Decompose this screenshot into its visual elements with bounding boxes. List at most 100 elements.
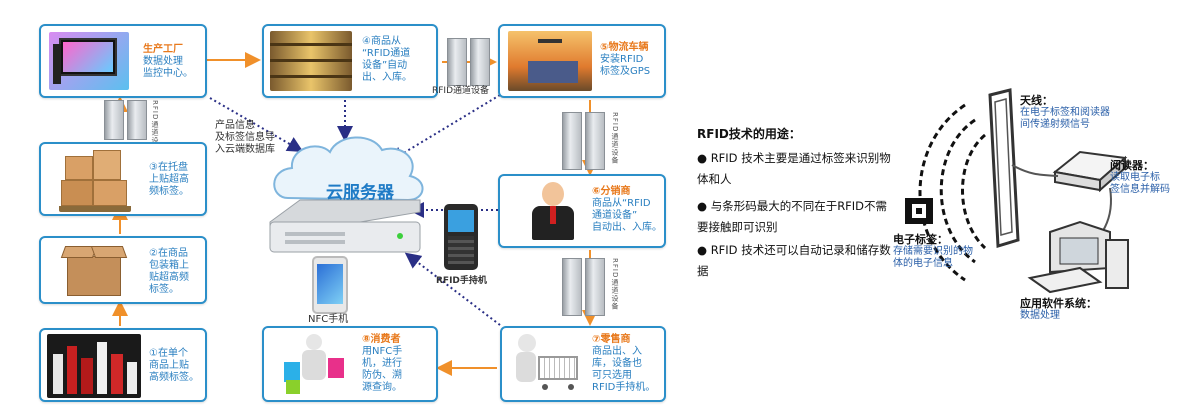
antenna-desc: 在电子标签和阅读器	[1020, 107, 1110, 118]
distributor-text: ⑥分销商 商品从“RFID 通道设备” 自动出、入库。	[592, 186, 664, 234]
vehicle-card: ⑤物流车辆 安装RFID 标签及GPS	[498, 24, 666, 98]
nfc-phone-label: NFC手机	[308, 314, 349, 325]
carton-icon	[59, 242, 129, 300]
vehicle-line: 标签及GPS	[600, 66, 651, 77]
warehouse-line: “RFID通道	[362, 48, 411, 59]
warehouse-text: ④商品从 “RFID通道 设备”自动 出、入库。	[362, 36, 436, 84]
rfid-channel-device	[127, 100, 147, 140]
uses-item: ● 与条形码最大的不同在于RFID不需要接触即可识别	[697, 199, 888, 234]
uses-item: ● RFID 技术主要是通过标签来识别物体和人	[697, 151, 891, 186]
single-item-line: 商品上贴	[149, 360, 189, 371]
handheld-icon	[444, 204, 478, 270]
retailer-line: RFID手持机。	[592, 382, 656, 393]
carton-line: 包装箱上	[149, 260, 189, 271]
businessman-icon	[518, 180, 586, 244]
rfid-channel-device	[470, 38, 490, 86]
vehicle-line: 安装RFID	[600, 54, 644, 65]
rfid-channel-device	[104, 100, 124, 140]
tag-icon	[905, 198, 933, 224]
carton-card: ②在商品 包装箱上 贴超高频 标签。	[39, 236, 207, 304]
pallet-card: ③在托盘 上贴超高 频标签。	[39, 142, 207, 216]
carton-text: ②在商品 包装箱上 贴超高频 标签。	[149, 248, 205, 296]
shelves-icon	[270, 31, 352, 91]
pallet-line: 上贴超高	[149, 174, 189, 185]
dotted-factory-cloud	[209, 97, 304, 153]
pallet-text: ③在托盘 上贴超高 频标签。	[149, 162, 205, 198]
distributor-card: ⑥分销商 商品从“RFID 通道设备” 自动出、入库。	[498, 174, 666, 248]
software-title: 应用软件系统：	[1020, 297, 1097, 310]
software-label: 应用软件系统： 数据处理	[1020, 298, 1097, 322]
product-info-line: 产品信息	[215, 120, 255, 131]
computer-terminal-icon	[1027, 220, 1129, 294]
carton-line: 贴超高频	[149, 272, 189, 283]
rfid-channel-device	[562, 112, 582, 170]
tag-desc: 存储需要识别的物	[893, 246, 973, 257]
reader-title: 阅读器：	[1110, 159, 1154, 172]
dotted-vehicle-cloud	[388, 94, 501, 163]
warehouse-line: 设备”自动	[362, 60, 408, 71]
pallet-line: 频标签。	[149, 186, 189, 197]
antenna-icon	[988, 88, 1020, 248]
consumer-text: ⑧消费者 用NFC手 机，进行 防伪、溯 源查询。	[362, 334, 436, 394]
rfid-channel-device	[562, 258, 582, 316]
factory-line: 监控中心。	[143, 68, 193, 79]
reader-desc: 读取电子标	[1110, 172, 1160, 183]
consumer-card: ⑧消费者 用NFC手 机，进行 防伪、溯 源查询。	[262, 326, 438, 402]
retailer-title: ⑦零售商	[592, 334, 631, 345]
single-item-line: 高频标签。	[149, 372, 199, 383]
factory-text: 生产工厂 数据处理 监控中心。	[143, 44, 205, 80]
retailer-line: 可只选用	[592, 370, 632, 381]
boxes-icon	[59, 148, 131, 212]
distributor-line: 自动出、入库。	[592, 222, 662, 233]
single-item-text: ①在单个 商品上贴 高频标签。	[149, 348, 205, 384]
warehouse-line: 出、入库。	[362, 72, 412, 83]
cloud-shape	[273, 136, 424, 202]
consumer-line: 防伪、溯	[362, 370, 402, 381]
factory-card: 生产工厂 数据处理 监控中心。	[39, 24, 207, 98]
distributor-line: 商品从“RFID	[592, 198, 651, 209]
warehouse-line: ④商品从	[362, 36, 401, 47]
cloud-server-label: 云服务器	[326, 183, 394, 203]
airplane-truck-icon	[508, 31, 592, 91]
consumer-title: ⑧消费者	[362, 334, 401, 345]
distributor-title: ⑥分销商	[592, 186, 631, 197]
single-item-line: ①在单个	[149, 348, 188, 359]
phone-icon	[312, 256, 348, 314]
distributor-line: 通道设备”	[592, 210, 638, 221]
warehouse-card: ④商品从 “RFID通道 设备”自动 出、入库。	[262, 24, 438, 98]
carton-line: 标签。	[149, 284, 179, 295]
cart-icon	[512, 334, 584, 396]
product-info-line: 入云端数据库	[215, 144, 275, 155]
rfid-channel-device	[585, 112, 605, 170]
retailer-card: ⑦零售商 商品出、入 库，设备也 可只选用 RFID手持机。	[500, 326, 666, 402]
antenna-waves	[918, 103, 987, 282]
consumer-line: 源查询。	[362, 382, 402, 393]
software-desc: 数据处理	[1020, 310, 1060, 321]
antenna-desc: 间传递射频信号	[1020, 119, 1090, 130]
tag-label: 电子标签： 存储需要识别的物 体的电子信息	[893, 234, 973, 270]
uses-item: ● RFID 技术还可以自动记录和储存数据	[697, 243, 891, 278]
server-icon	[269, 199, 421, 253]
antenna-title: 天线：	[1020, 94, 1053, 107]
consumer-line: 用NFC手	[362, 346, 403, 357]
carton-line: ②在商品	[149, 248, 188, 259]
rfid-channel-vertical-label: RFID通道设备	[611, 112, 619, 165]
rfid-channel-label: RFID通道设备	[432, 86, 490, 96]
factory-title: 生产工厂	[143, 44, 183, 55]
consumer-line: 机，进行	[362, 358, 402, 369]
reader-desc: 签信息并解码	[1110, 184, 1170, 195]
retailer-line: 库，设备也	[592, 358, 642, 369]
tag-title: 电子标签：	[893, 233, 948, 246]
reader-label: 阅读器： 读取电子标 签信息并解码	[1110, 160, 1170, 196]
single-item-card: ①在单个 商品上贴 高频标签。	[39, 328, 207, 402]
product-info-line: 及标签信息导	[215, 132, 275, 143]
uses-heading: RFID技术的用途：	[697, 127, 801, 141]
factory-line: 数据处理	[143, 56, 183, 67]
tag-desc: 体的电子信息	[893, 258, 953, 269]
vehicle-title: ⑤物流车辆	[600, 42, 649, 53]
bottles-icon	[47, 334, 141, 398]
vehicle-text: ⑤物流车辆 安装RFID 标签及GPS	[600, 42, 664, 78]
rfid-channel-vertical-label: RFID通道设备	[611, 258, 619, 311]
dotted-retailer-cloud	[404, 252, 501, 326]
